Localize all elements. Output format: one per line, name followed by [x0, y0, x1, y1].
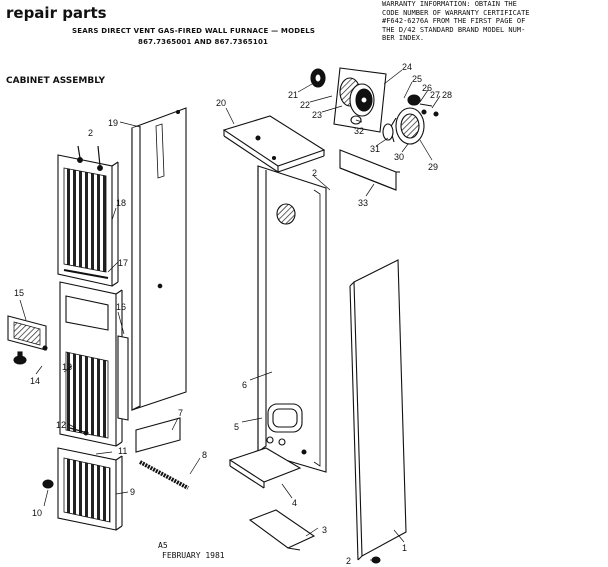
warranty-line-3: #F642-6276A FROM THE FIRST PAGE OF [382, 17, 526, 26]
front-panel [349, 259, 407, 561]
callout-7: 7 [178, 408, 183, 418]
callout-13: 13 [62, 362, 72, 372]
diagram-subtitle-line1: SEARS DIRECT VENT GAS-FIRED WALL FURNACE… [72, 27, 316, 35]
vent-channel [339, 149, 397, 191]
callout-21: 21 [288, 90, 298, 100]
filter-strip [63, 269, 109, 279]
bottom-baffle [135, 417, 181, 453]
left-side-panel [131, 107, 187, 411]
bracket-4 [228, 447, 302, 483]
warranty-line-4: THE D/42 STANDARD BRAND MODEL NUM- [382, 25, 526, 34]
callout-26: 26 [422, 83, 432, 93]
warranty-line-2: CODE NUMBER OF WARRANTY CERTIFICATE [382, 8, 530, 17]
callout-24: 24 [402, 62, 412, 72]
callout-6: 6 [242, 380, 247, 390]
bracket-3 [248, 509, 316, 549]
warranty-line-1: WARRANTY INFORMATION: OBTAIN THE [382, 0, 517, 8]
callout-4: 4 [292, 498, 297, 508]
footer-date: FEBRUARY 1981 [162, 551, 225, 560]
callout-29: 29 [428, 162, 438, 172]
back-panel [257, 165, 327, 473]
callout-8: 8 [202, 450, 207, 460]
callout-11: 11 [118, 446, 127, 456]
callout-32: 32 [354, 126, 364, 136]
callout-20: 20 [216, 98, 226, 108]
screw-10 [42, 479, 54, 489]
knob [13, 351, 27, 365]
upper-grille [57, 154, 119, 287]
warranty-note: WARRANTY INFORMATION: OBTAIN THE CODE NU… [382, 0, 530, 43]
callout-19: 19 [108, 118, 118, 128]
callout-1: 1 [402, 543, 407, 553]
callout-18: 18 [116, 198, 126, 208]
callout-28: 28 [442, 90, 452, 100]
callout-33: 33 [358, 198, 368, 208]
page-title: repair parts [6, 4, 107, 22]
lower-grille [59, 281, 129, 447]
callout-10: 10 [32, 508, 42, 518]
callout-2c: 2 [346, 556, 351, 566]
leader-lines [19, 69, 441, 561]
callout-23: 23 [312, 110, 322, 120]
gasket-strip [139, 460, 189, 490]
callout-12: 12 [56, 420, 66, 430]
diagram-subtitle-line2: 867.7365001 AND 867.7365101 [138, 38, 269, 46]
callout-22: 22 [300, 100, 310, 110]
callout-25: 25 [412, 74, 422, 84]
callout-27: 27 [430, 90, 440, 100]
footer-code: A5 [158, 541, 168, 550]
callout-14: 14 [30, 376, 40, 386]
callout-30: 30 [394, 152, 404, 162]
bottom-grille [57, 447, 123, 531]
section-title: CABINET ASSEMBLY [6, 76, 106, 86]
callout-2b: 2 [312, 168, 317, 178]
callout-9: 9 [130, 487, 135, 497]
warranty-line-5: BER INDEX. [382, 34, 425, 43]
callout-3: 3 [322, 525, 327, 535]
control-bracket [7, 315, 48, 351]
vent-assembly [310, 67, 439, 145]
screws-top [77, 145, 103, 171]
callout-2a: 2 [88, 128, 93, 138]
callout-labels: 1 2 2 2 3 4 5 6 7 8 9 10 11 12 13 14 15 … [14, 62, 452, 566]
callout-16: 16 [116, 302, 126, 312]
callout-17: 17 [118, 258, 128, 268]
top-panel [222, 115, 326, 173]
callout-5: 5 [234, 422, 239, 432]
callout-15: 15 [14, 288, 24, 298]
callout-31: 31 [370, 144, 380, 154]
screw-12 [69, 427, 85, 433]
